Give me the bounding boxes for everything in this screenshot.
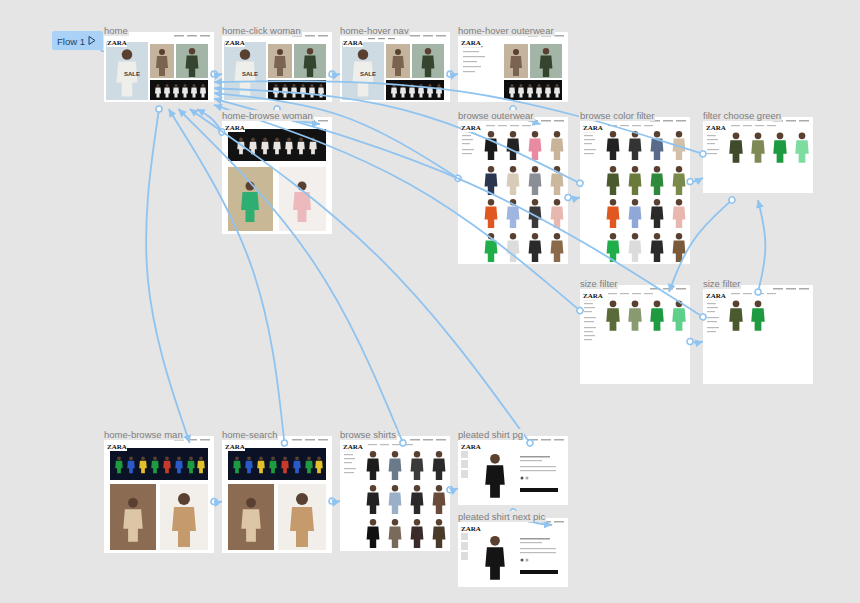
frame-body: ZARA: [580, 124, 690, 271]
screen-frame: home-hover outerwearZARA: [458, 20, 568, 109]
frame-body: ZARA: [222, 443, 332, 560]
brand-logo: ZARA: [343, 40, 363, 47]
brand-logo: ZARA: [225, 125, 245, 132]
screen-frame: home-browse womanZARA: [222, 105, 332, 241]
screen-frame: home-browse manZARA: [104, 424, 214, 560]
prototype-connector: [332, 500, 340, 502]
brand-logo: ZARA: [461, 526, 481, 533]
frame-title: size filter: [702, 278, 741, 289]
prototype-connector: [146, 109, 190, 443]
frame-title: home-search: [221, 429, 278, 440]
frame-body: ZARA: [104, 443, 214, 560]
frame-title: browse color filter: [579, 110, 655, 121]
prototype-connector: [758, 200, 765, 292]
screen-frame: browse outerwearZARA: [458, 105, 568, 271]
screen-frame: filter choose greenZARA: [703, 105, 813, 200]
frame-title: home: [103, 25, 129, 36]
frame-title: home-click woman: [221, 25, 302, 36]
brand-logo: ZARA: [461, 125, 481, 132]
prototype-connector: [568, 197, 580, 200]
screen-frame: pleated shirt next picZARA: [458, 506, 568, 594]
frame-body: ZARA: [458, 443, 568, 512]
frame-title: browse shirts: [339, 429, 397, 440]
brand-logo: ZARA: [461, 40, 481, 47]
screen-frame: home-hover navZARA: [340, 20, 450, 109]
frame-body: ZARA: [580, 292, 690, 391]
brand-logo: ZARA: [461, 444, 481, 451]
flow-name: Flow 1: [52, 32, 85, 51]
frame-body: ZARA: [703, 124, 813, 200]
screen-frame: pleated shirt pg ZARA: [458, 424, 568, 512]
prototype-connector: [190, 109, 530, 443]
frame-body: ZARA: [104, 39, 214, 109]
prototype-connector: [332, 73, 340, 75]
play-icon: [89, 37, 95, 45]
prototype-connector: [690, 178, 703, 182]
frame-body: ZARA: [458, 124, 568, 271]
brand-logo: ZARA: [225, 444, 245, 451]
prototype-connector: [450, 73, 458, 75]
brand-logo: ZARA: [107, 444, 127, 451]
frame-body: ZARA: [340, 39, 450, 109]
frame-body: ZARA: [458, 525, 568, 594]
frame-title: size filter: [579, 278, 618, 289]
screen-frame: homeZARA: [104, 20, 214, 109]
frame-title: home-browse man: [103, 429, 184, 440]
screen-frame: home-searchZARA: [222, 424, 332, 560]
prototype-connector: [690, 342, 703, 343]
frame-title: pleated shirt pg: [457, 429, 524, 440]
prototype-connector: [169, 109, 285, 443]
frame-body: ZARA: [222, 124, 332, 241]
frame-title: browse outerwear: [457, 110, 535, 121]
prototype-connector: [214, 501, 222, 503]
brand-logo: ZARA: [583, 293, 603, 300]
frame-title: filter choose green: [702, 110, 782, 121]
frame-body: ZARA: [340, 443, 450, 558]
prototype-connector: [214, 105, 580, 311]
image-tag-text: SALE: [124, 71, 140, 78]
frame-body: ZARA: [222, 39, 332, 109]
screen-frame: browse color filterZARA: [580, 105, 690, 271]
brand-logo: ZARA: [583, 125, 603, 132]
frame-title: home-browse woman: [221, 110, 314, 121]
brand-logo: ZARA: [706, 125, 726, 132]
frame-title: home-hover nav: [339, 25, 410, 36]
prototype-connector: [214, 81, 703, 154]
screen-frame: home-click womanZARA: [222, 20, 332, 109]
prototype-connector: [214, 93, 458, 178]
prototype-connector: [450, 488, 458, 490]
frame-title: pleated shirt next pic: [457, 511, 546, 522]
prototype-connector: [214, 99, 703, 317]
brand-logo: ZARA: [225, 40, 245, 47]
frame-body: ZARA: [703, 292, 813, 391]
image-tag-text: SALE: [242, 71, 258, 78]
frame-title: home-hover outerwear: [457, 25, 555, 36]
frame-body: ZARA: [458, 39, 568, 109]
flow-start-tag: Flow 1: [52, 31, 103, 50]
image-tag-text: SALE: [360, 71, 376, 78]
prototype-connector: [178, 109, 403, 443]
screen-frame: browse shirtsZARA: [340, 424, 450, 558]
brand-logo: ZARA: [343, 444, 363, 451]
brand-logo: ZARA: [107, 40, 127, 47]
screen-frame: size filterZARA: [580, 273, 690, 391]
prototype-connector: [214, 73, 222, 75]
screen-frame: size filterZARA: [703, 273, 813, 391]
brand-logo: ZARA: [706, 293, 726, 300]
prototype-connector: [101, 50, 104, 51]
